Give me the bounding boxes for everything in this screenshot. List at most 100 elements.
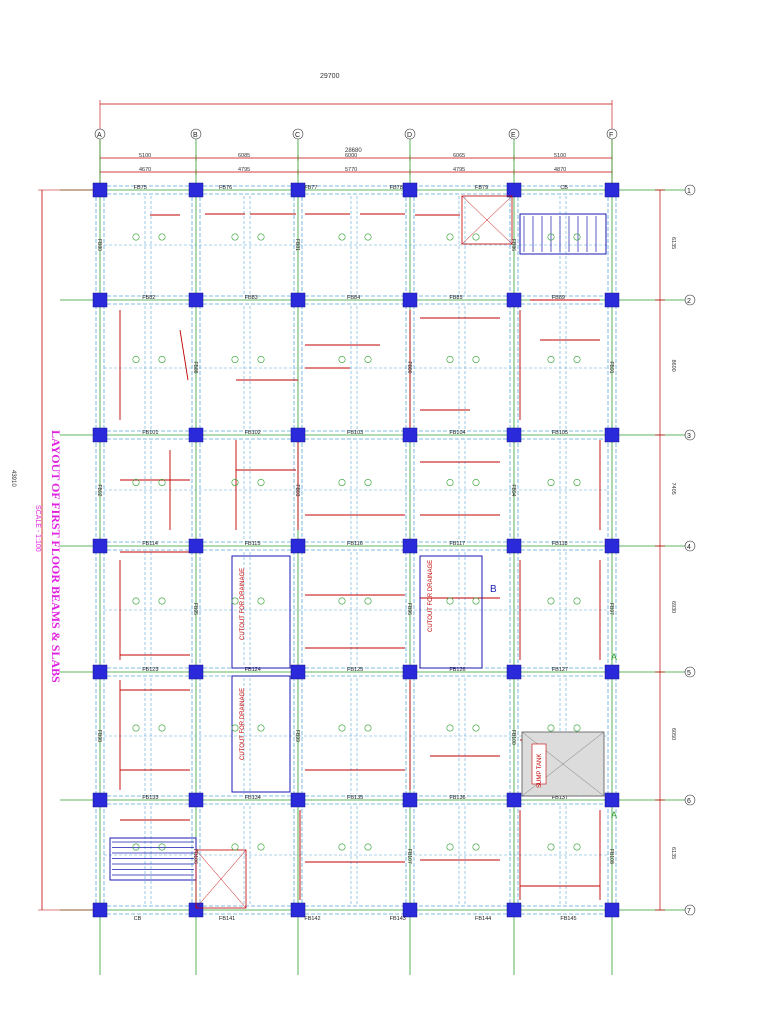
slab-mark	[573, 597, 581, 605]
slab-mark	[158, 597, 166, 605]
side-beam-label: FB86	[510, 239, 516, 251]
column	[290, 538, 306, 554]
beam-label: CB	[134, 916, 142, 922]
column-spacing-label: 6085	[238, 153, 250, 159]
grid-bubble	[684, 294, 696, 306]
slab-mark	[231, 233, 239, 241]
column	[290, 792, 306, 808]
slab-mark	[132, 478, 140, 486]
slab-mark	[446, 355, 454, 363]
slab-mark	[132, 355, 140, 363]
slab-mark	[547, 478, 555, 486]
side-beam-label: FB94	[510, 485, 516, 497]
column-spacing-label: 6000	[345, 153, 357, 159]
sump-tank-label: SUMP TANK	[537, 754, 543, 788]
slab-mark	[573, 233, 581, 241]
cutout-b: CUTOUT FOR DRAINAGE B A A	[419, 555, 617, 820]
grid-bubble	[508, 128, 520, 140]
grid-column-label: F	[609, 132, 613, 139]
slab-mark	[364, 478, 372, 486]
inner-width-label: 28680	[345, 148, 362, 154]
slab-mark	[472, 355, 480, 363]
column	[92, 182, 108, 198]
column	[188, 792, 204, 808]
side-beam-label: FB88	[192, 362, 198, 374]
beam-label: FB85	[449, 295, 462, 301]
side-beam-label: FB80	[96, 239, 102, 251]
column	[402, 664, 418, 680]
side-beam-label: FB98	[96, 730, 102, 742]
column	[604, 902, 620, 918]
grid-bubble	[684, 540, 696, 552]
side-beam-label: FB107	[406, 849, 412, 864]
row-spacing-label: 6135	[670, 847, 676, 859]
column	[506, 292, 522, 308]
slab-mark	[573, 724, 581, 732]
column	[506, 538, 522, 554]
column	[92, 292, 108, 308]
grid-row-label: 5	[687, 670, 691, 677]
side-beam-label: FB96	[406, 603, 412, 615]
slab-mark	[231, 597, 239, 605]
column-spacing-label: 4670	[139, 167, 151, 173]
column	[506, 792, 522, 808]
column	[604, 792, 620, 808]
lift-cutout	[195, 195, 513, 909]
slab-mark	[231, 355, 239, 363]
side-beam-label: FB100	[510, 730, 516, 745]
beam-label: FB137	[552, 795, 568, 801]
slab-mark	[547, 233, 555, 241]
slab-mark	[338, 233, 346, 241]
side-beam-label: FB81	[294, 239, 300, 251]
column	[188, 182, 204, 198]
side-beam-label: FB99	[294, 730, 300, 742]
beam-label: FB78	[390, 185, 403, 191]
column	[604, 292, 620, 308]
slab-mark	[364, 355, 372, 363]
row-spacing-label: 6135	[670, 237, 676, 249]
beam-label: FB83	[245, 295, 258, 301]
grid-column-label: C	[295, 132, 300, 139]
column	[290, 182, 306, 198]
grid-column-label: D	[407, 132, 412, 139]
sump-tank: SUMP TANK	[521, 731, 605, 797]
column	[92, 664, 108, 680]
slab-mark	[231, 843, 239, 851]
column	[402, 902, 418, 918]
column-spacing-label: 5100	[139, 153, 151, 159]
beam-label: FB89	[552, 295, 565, 301]
beam-label: FB102	[245, 430, 261, 436]
column	[604, 538, 620, 554]
slab-mark	[158, 355, 166, 363]
overall-width-label: 29700	[320, 73, 340, 80]
slab-mark	[446, 724, 454, 732]
grid-bubble	[190, 128, 202, 140]
column	[188, 292, 204, 308]
beam-label: FB133	[142, 795, 158, 801]
beam-label: FB127	[552, 667, 568, 673]
cutout-b-label: CUTOUT FOR DRAINAGE	[428, 560, 434, 632]
column	[402, 538, 418, 554]
grid-bubble	[292, 128, 304, 140]
section-a2-mark: A	[611, 810, 617, 820]
beam-label: FB117	[449, 541, 465, 547]
side-beam-label: FB90	[406, 362, 412, 374]
slab-mark	[257, 355, 265, 363]
cutout-a: CUTOUT FOR DRAINAGE CUTOUT FOR DRAINAGE	[231, 555, 291, 793]
slab-mark	[364, 724, 372, 732]
slab-mark	[257, 724, 265, 732]
slab-mark	[338, 478, 346, 486]
staircase-top	[519, 213, 607, 255]
grid-row-label: 6	[687, 798, 691, 805]
beam-label: CB	[560, 185, 568, 191]
side-beam-label: FB92	[96, 485, 102, 497]
column	[506, 664, 522, 680]
beam-label: FB123	[142, 667, 158, 673]
slab-mark	[547, 597, 555, 605]
slab-mark	[338, 355, 346, 363]
slab-mark	[547, 355, 555, 363]
slab-mark	[338, 597, 346, 605]
slab-mark	[573, 478, 581, 486]
grid-bubble	[684, 904, 696, 916]
slab-mark	[573, 843, 581, 851]
